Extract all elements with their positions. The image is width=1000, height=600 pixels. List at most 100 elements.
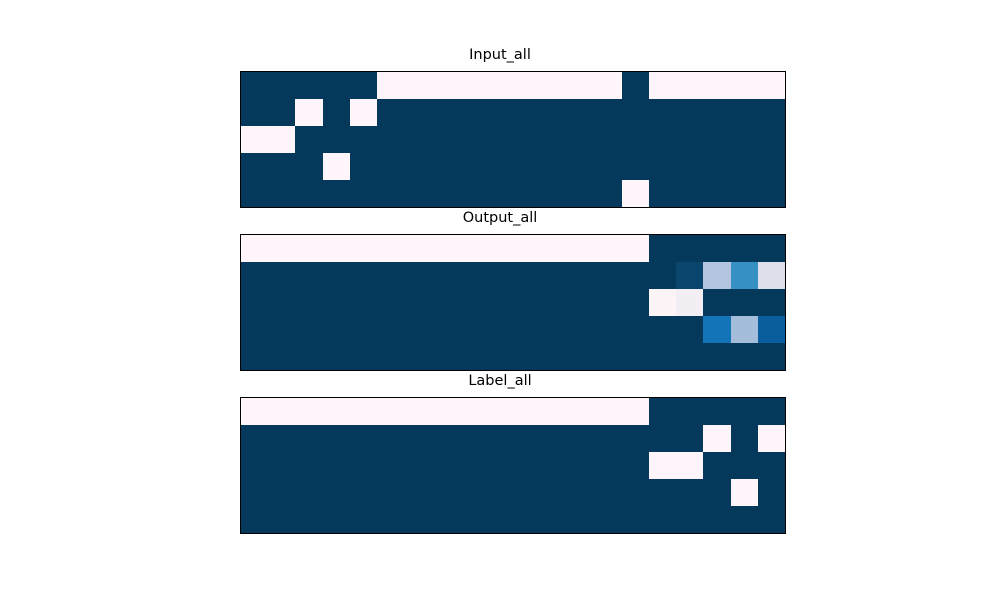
- heatmap-cell: [676, 425, 704, 452]
- heatmap-cell: [295, 180, 323, 207]
- heatmap-cell: [649, 316, 677, 343]
- heatmap-cell: [676, 126, 704, 153]
- heatmap-cell: [458, 99, 486, 126]
- heatmap-cell: [322, 99, 350, 126]
- heatmap-cell: [594, 153, 622, 180]
- heatmap-cell: [322, 506, 350, 533]
- heatmap-cell: [485, 506, 513, 533]
- heatmap-cell: [703, 316, 731, 343]
- heatmap-cell: [676, 343, 704, 370]
- heatmap-cell: [485, 316, 513, 343]
- heatmap-cell: [485, 452, 513, 479]
- heatmap-cell: [458, 506, 486, 533]
- heatmap-cell: [404, 126, 432, 153]
- heatmap-cell: [322, 72, 350, 99]
- heatmap-cell: [431, 479, 459, 506]
- heatmap-cell: [540, 153, 568, 180]
- heatmap-cell: [649, 72, 677, 99]
- heatmap-cell: [241, 479, 269, 506]
- heatmap-cell: [241, 506, 269, 533]
- heatmap-cell: [567, 235, 595, 262]
- heatmap-cell: [540, 99, 568, 126]
- heatmap-cell: [513, 126, 541, 153]
- heatmap-cell: [757, 99, 785, 126]
- heatmap-cell: [349, 425, 377, 452]
- heatmap-cell: [322, 289, 350, 316]
- heatmap-cell: [349, 316, 377, 343]
- heatmap-cell: [513, 99, 541, 126]
- heatmap-cell: [567, 99, 595, 126]
- heatmap-cell: [676, 289, 704, 316]
- heatmap-cell: [485, 235, 513, 262]
- heatmap-cell: [349, 153, 377, 180]
- heatmap-cell: [621, 72, 649, 99]
- heatmap-cell: [621, 452, 649, 479]
- heatmap-cell: [676, 479, 704, 506]
- heatmap-cell: [295, 398, 323, 425]
- heatmap-cell: [458, 262, 486, 289]
- heatmap-cell: [431, 180, 459, 207]
- heatmap-cell: [513, 343, 541, 370]
- heatmap-cell: [676, 153, 704, 180]
- heatmap-cell: [349, 343, 377, 370]
- heatmap-cell: [594, 262, 622, 289]
- heatmap-cell: [404, 398, 432, 425]
- heatmap-cell: [349, 99, 377, 126]
- heatmap-cell: [594, 425, 622, 452]
- heatmap-grid-label-all: [241, 398, 785, 533]
- heatmap-cell: [241, 289, 269, 316]
- heatmap-cell: [730, 153, 758, 180]
- heatmap-cell: [567, 316, 595, 343]
- heatmap-cell: [349, 72, 377, 99]
- heatmap-cell: [703, 235, 731, 262]
- heatmap-cell: [567, 452, 595, 479]
- heatmap-cell: [322, 452, 350, 479]
- heatmap-cell: [757, 452, 785, 479]
- heatmap-cell: [295, 343, 323, 370]
- heatmap-cell: [295, 506, 323, 533]
- heatmap-cell: [757, 235, 785, 262]
- heatmap-cell: [513, 180, 541, 207]
- heatmap-cell: [458, 452, 486, 479]
- heatmap-cell: [404, 235, 432, 262]
- heatmap-cell: [703, 452, 731, 479]
- heatmap-cell: [757, 479, 785, 506]
- heatmap-label-all: [240, 397, 786, 534]
- heatmap-cell: [268, 398, 296, 425]
- heatmap-cell: [485, 180, 513, 207]
- heatmap-cell: [431, 452, 459, 479]
- heatmap-cell: [404, 180, 432, 207]
- heatmap-cell: [567, 343, 595, 370]
- heatmap-cell: [322, 479, 350, 506]
- heatmap-cell: [377, 99, 405, 126]
- heatmap-cell: [485, 289, 513, 316]
- heatmap-cell: [295, 126, 323, 153]
- heatmap-cell: [649, 99, 677, 126]
- heatmap-cell: [295, 289, 323, 316]
- heatmap-cell: [295, 72, 323, 99]
- heatmap-cell: [567, 425, 595, 452]
- heatmap-cell: [757, 316, 785, 343]
- heatmap-cell: [349, 126, 377, 153]
- heatmap-cell: [241, 126, 269, 153]
- heatmap-cell: [703, 506, 731, 533]
- heatmap-cell: [757, 289, 785, 316]
- heatmap-cell: [322, 425, 350, 452]
- heatmap-cell: [404, 452, 432, 479]
- heatmap-cell: [621, 153, 649, 180]
- heatmap-cell: [567, 262, 595, 289]
- heatmap-cell: [268, 126, 296, 153]
- heatmap-cell: [322, 316, 350, 343]
- heatmap-cell: [241, 425, 269, 452]
- heatmap-cell: [649, 262, 677, 289]
- heatmap-output-all: [240, 234, 786, 371]
- heatmap-cell: [730, 398, 758, 425]
- heatmap-cell: [485, 262, 513, 289]
- heatmap-cell: [513, 289, 541, 316]
- heatmap-cell: [703, 479, 731, 506]
- heatmap-cell: [594, 99, 622, 126]
- heatmap-cell: [458, 72, 486, 99]
- heatmap-cell: [377, 235, 405, 262]
